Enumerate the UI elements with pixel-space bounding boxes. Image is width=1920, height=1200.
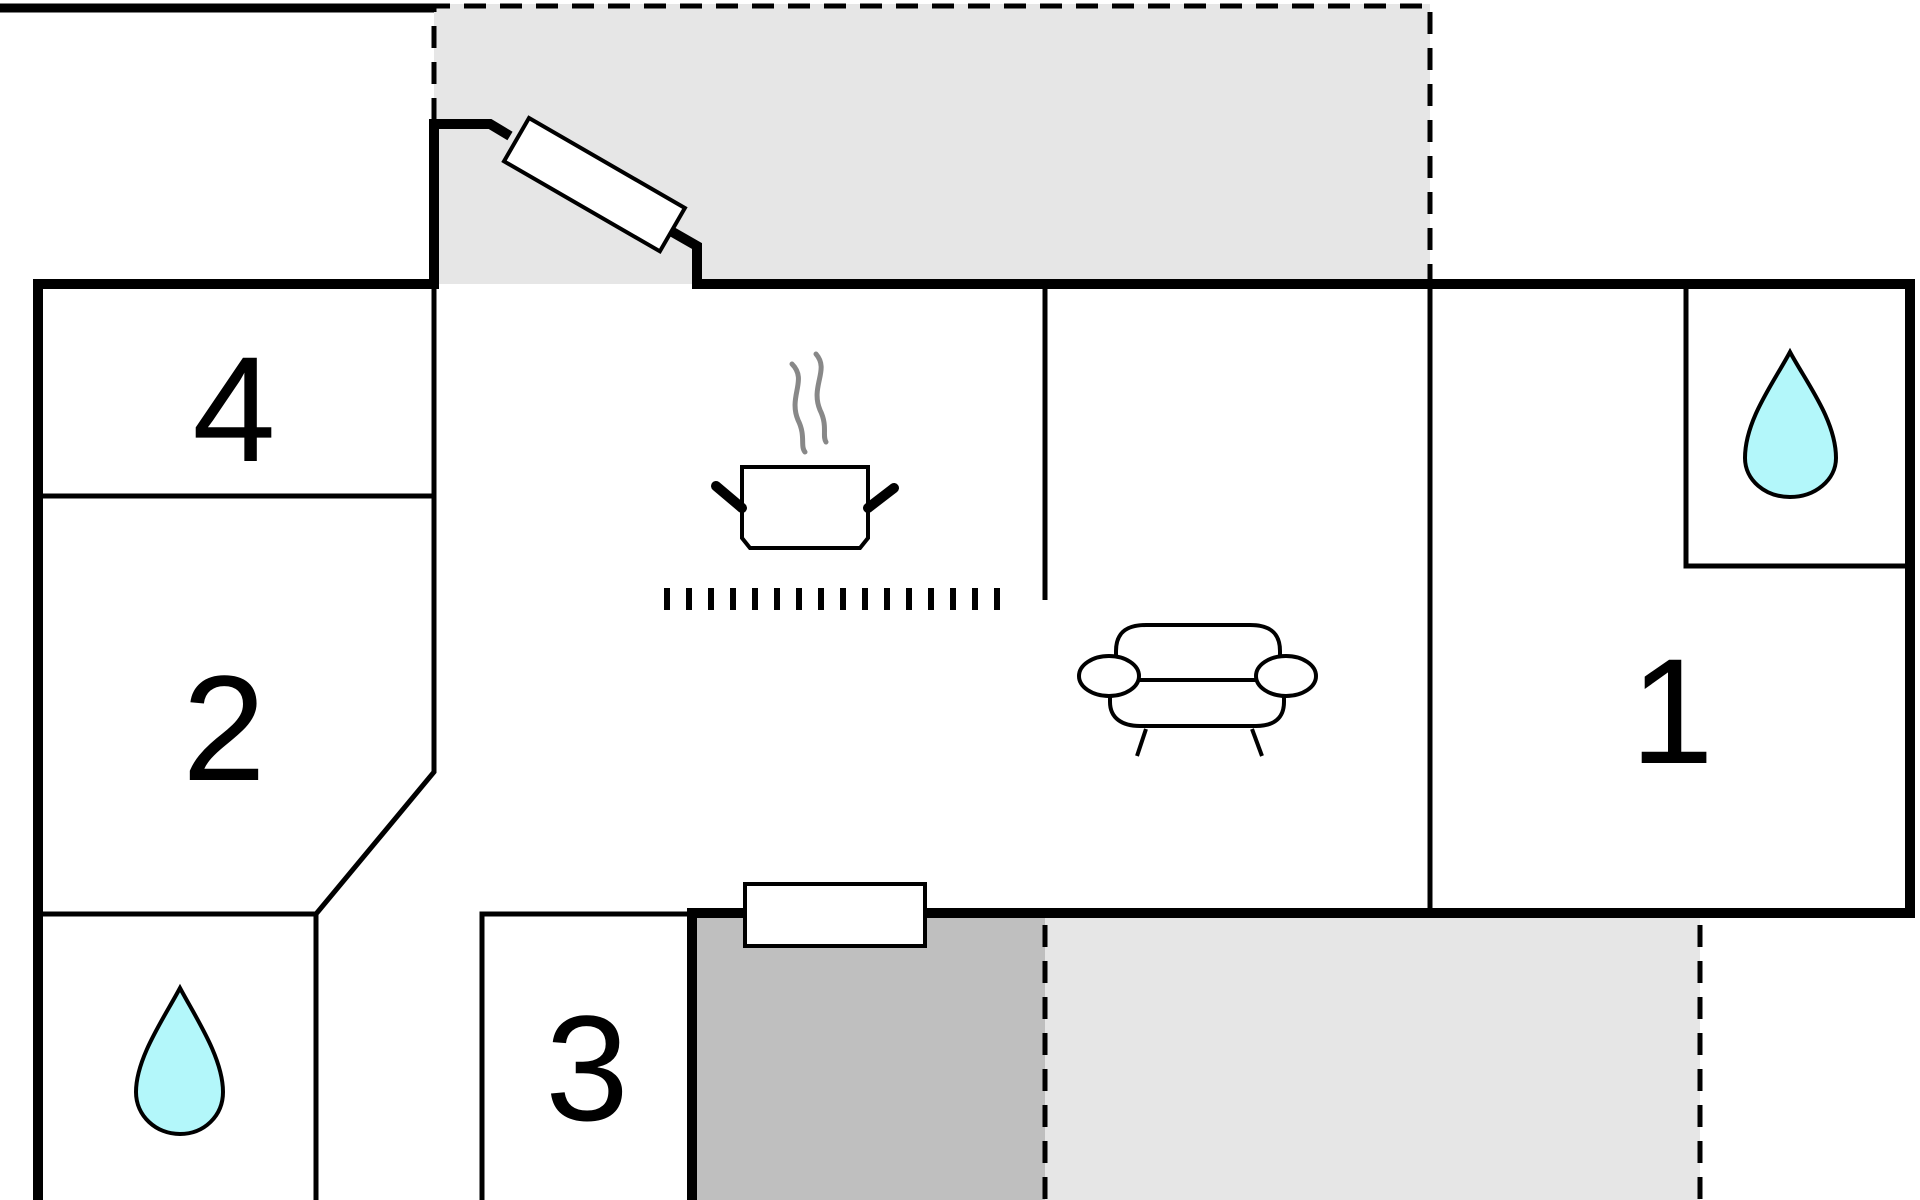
room-4-number: 4 bbox=[192, 325, 275, 493]
interior-walls bbox=[38, 284, 1910, 1200]
terrace-top bbox=[434, 4, 1430, 284]
room-3-number: 3 bbox=[545, 984, 628, 1152]
window-icon bbox=[501, 115, 688, 255]
room-2-number: 2 bbox=[182, 644, 265, 812]
water-drop-icon bbox=[133, 983, 226, 1137]
terrace-bottom bbox=[1045, 913, 1700, 1200]
water-drop-icon bbox=[1742, 347, 1839, 500]
cooking-pot-icon bbox=[711, 351, 899, 550]
covered-terrace-bottom bbox=[692, 913, 1045, 1200]
sofa-icon bbox=[1077, 623, 1318, 757]
terrace-outline bbox=[431, 3, 1703, 1200]
window-icon bbox=[743, 882, 927, 948]
room-1-number: 1 bbox=[1630, 627, 1713, 795]
